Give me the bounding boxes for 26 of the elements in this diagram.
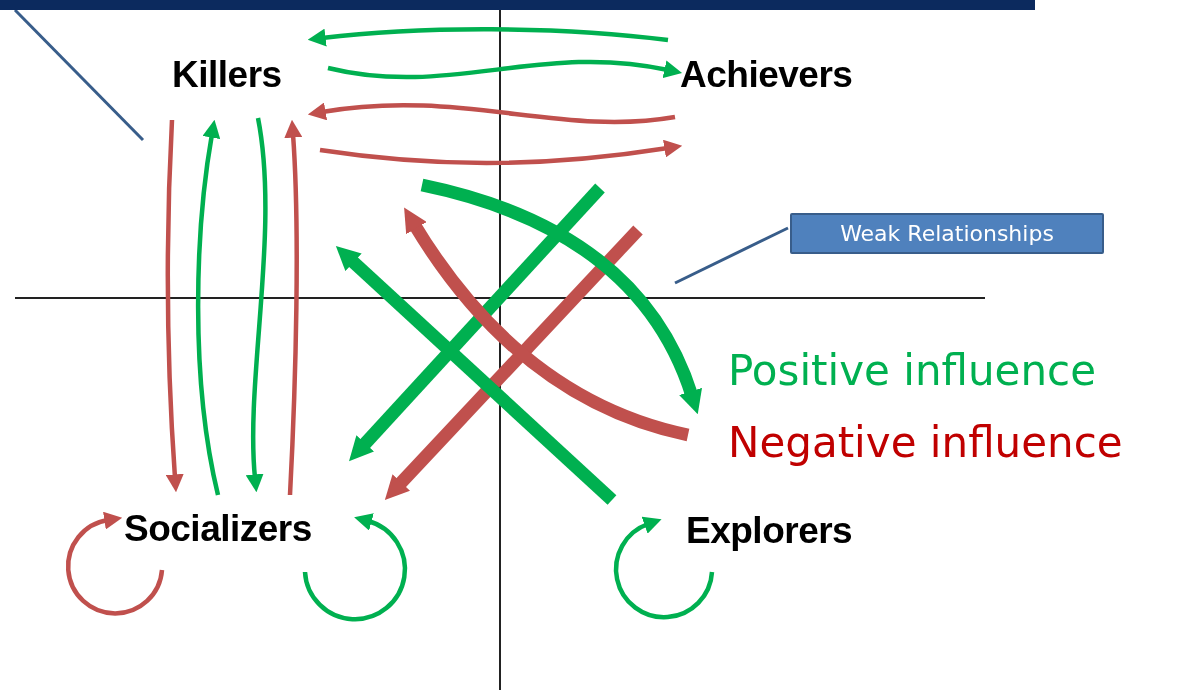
- influence-arrow: [613, 517, 715, 620]
- influence-arrow: [349, 183, 605, 462]
- influence-arrow: [327, 59, 683, 80]
- influence-arrow: [165, 119, 184, 493]
- influence-arrow: [307, 102, 676, 125]
- influence-arrow: [195, 119, 221, 496]
- player-type-label: Achievers: [680, 56, 853, 93]
- influence-arrow: [307, 27, 669, 47]
- banner-bar: [0, 0, 1035, 10]
- legend-text: Positive influence: [728, 350, 1096, 392]
- influence-arrow: [302, 513, 408, 622]
- influence-arrow: [420, 178, 702, 415]
- influence-arrow: [65, 512, 165, 616]
- influence-arrow: [245, 117, 268, 493]
- influence-arrow: [319, 139, 683, 166]
- player-type-label: Explorers: [686, 512, 853, 549]
- influence-arrow: [403, 207, 690, 442]
- influence-arrow: [335, 246, 617, 505]
- player-type-label: Killers: [172, 56, 282, 93]
- legend-text: Negative influence: [728, 422, 1123, 464]
- influence-arrow: [384, 225, 643, 500]
- callout-box: Weak Relationships: [790, 213, 1104, 254]
- influence-arrow: [284, 119, 303, 496]
- leader-line: [13, 8, 145, 142]
- leader-line: [674, 226, 789, 285]
- player-type-label: Socializers: [124, 510, 312, 547]
